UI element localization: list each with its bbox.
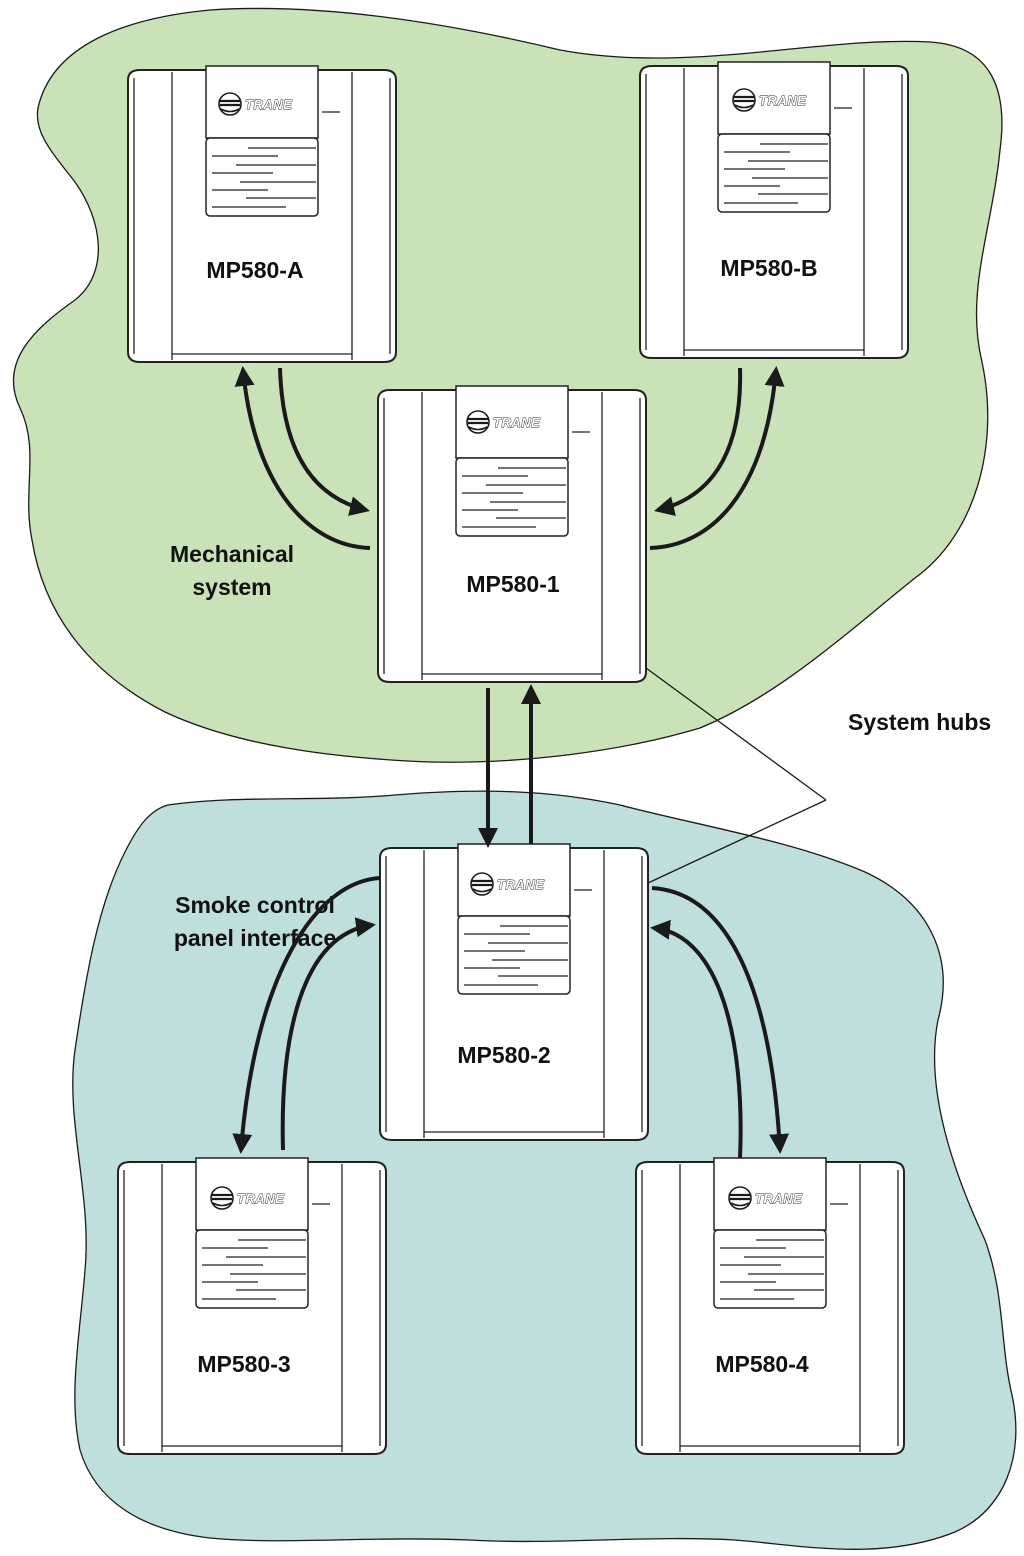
smoke-zone-label-line-2: panel interface: [174, 925, 336, 951]
arrow-mp580-1-to-mp580-b: [649, 366, 785, 550]
controller-mp580-b: TRANE MP580-B: [639, 61, 909, 359]
trane-logo-icon: [728, 1186, 752, 1210]
brand-wordmark: TRANE: [237, 1191, 284, 1206]
arrow-mp580-b-to-mp580-1: [654, 367, 743, 516]
controller-mp580-1: TRANE MP580-1: [377, 385, 647, 683]
callout-leader-to-mp580-1: [645, 667, 827, 801]
mechanical-zone-label-line-1: Mechanical: [170, 541, 294, 567]
arrow-mp580-1-to-mp580-a: [234, 366, 371, 550]
trane-logo-icon: [466, 410, 490, 434]
callout-system-hubs: System hubs: [848, 709, 991, 735]
trane-logo-icon: [470, 872, 494, 896]
trane-logo-icon: [218, 92, 242, 116]
brand-wordmark: TRANE: [759, 93, 806, 108]
brand-wordmark: TRANE: [245, 97, 292, 112]
arrow-mp580-a-to-mp580-1: [278, 367, 370, 516]
controller-label: MP580-4: [715, 1351, 809, 1377]
controller-mp580-a: TRANE MP580-A: [127, 65, 397, 363]
controller-label: MP580-3: [197, 1351, 290, 1377]
brand-wordmark: TRANE: [493, 415, 540, 430]
arrow-mp580-2-to-mp580-3: [232, 876, 381, 1154]
mechanical-zone-label-line-2: system: [192, 574, 271, 600]
controller-mp580-2: TRANE MP580-2: [379, 843, 649, 1141]
controller-mp580-3: TRANE MP580-3: [117, 1157, 387, 1455]
controller-mp580-4: TRANE MP580-4: [635, 1157, 905, 1455]
trane-logo-icon: [732, 88, 756, 112]
brand-wordmark: TRANE: [497, 877, 544, 892]
trane-logo-icon: [210, 1186, 234, 1210]
smoke-zone-label-line-1: Smoke control: [175, 892, 335, 918]
brand-wordmark: TRANE: [755, 1191, 802, 1206]
arrow-mp580-2-to-mp580-4: [651, 886, 790, 1154]
callout-leader-to-mp580-2: [647, 799, 827, 884]
controller-label: MP580-2: [457, 1042, 550, 1068]
controller-label: MP580-1: [466, 571, 560, 597]
arrow-mp580-4-to-mp580-2: [650, 919, 743, 1159]
arrow-mp580-3-to-mp580-2: [280, 917, 376, 1151]
controller-label: MP580-B: [720, 255, 817, 281]
controller-label: MP580-A: [206, 257, 303, 283]
